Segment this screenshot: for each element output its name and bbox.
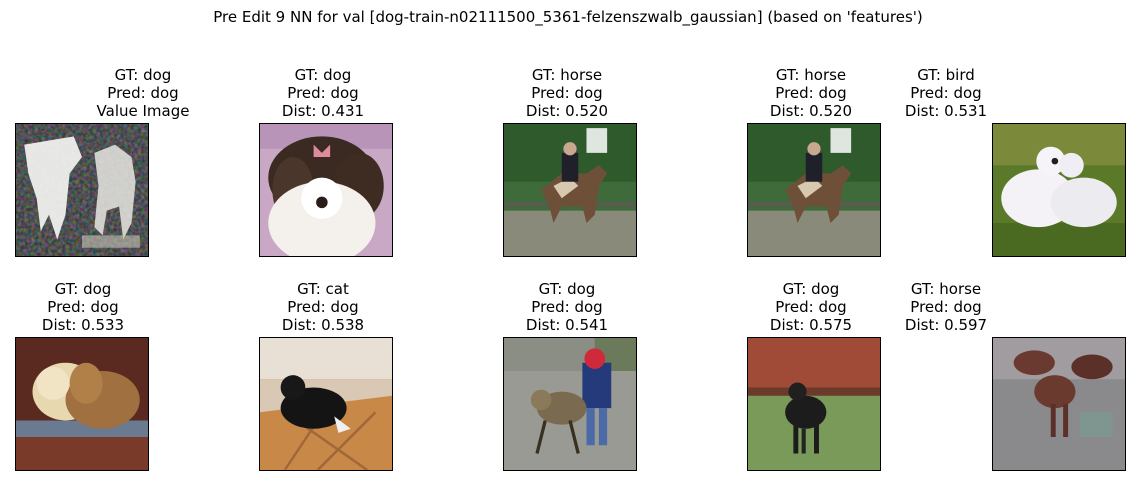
pred-label: Pred: dog (775, 298, 847, 316)
panel-caption: GT: horse Pred: dog Dist: 0.520 (691, 66, 931, 120)
fluffy-dog-with-bow-image (259, 123, 393, 257)
distance-label: Dist: 0.575 (769, 316, 853, 334)
horse-rider-image (503, 123, 637, 257)
gt-label: GT: dog (538, 280, 596, 298)
black-cat-on-floor-image (259, 337, 393, 471)
panel-caption: GT: dog Pred: dog Dist: 0.431 (203, 66, 443, 120)
pred-label: Pred: dog (910, 298, 982, 316)
two-dogs-on-couch-image (15, 337, 149, 471)
gt-label: GT: dog (114, 66, 172, 84)
pred-label: Pred: dog (107, 84, 179, 102)
pred-label: Pred: dog (531, 84, 603, 102)
distance-label: Dist: 0.520 (525, 102, 609, 120)
gt-label: GT: dog (782, 280, 840, 298)
distance-label: Dist: 0.533 (41, 316, 125, 334)
white-birds-image (992, 123, 1126, 257)
pred-label: Pred: dog (775, 84, 847, 102)
horse-rider-image (747, 123, 881, 257)
gt-label: GT: dog (54, 280, 112, 298)
panel-caption: GT: dog Pred: dog Dist: 0.541 (447, 280, 687, 334)
pred-label: Pred: dog (287, 298, 359, 316)
figure-title: Pre Edit 9 NN for val [dog-train-n021115… (213, 8, 923, 26)
black-dog-on-grass-image (747, 337, 881, 471)
gt-label: GT: horse (775, 66, 847, 84)
panel-caption: GT: dog Pred: dog Value Image (23, 66, 263, 120)
gt-label: GT: bird (917, 66, 975, 84)
pred-label: Pred: dog (47, 298, 119, 316)
distance-label: Dist: 0.541 (525, 316, 609, 334)
panel-caption: GT: dog Pred: dog Dist: 0.575 (691, 280, 931, 334)
distance-label: Dist: 0.538 (281, 316, 365, 334)
panel-caption: GT: dog Pred: dog Dist: 0.533 (0, 280, 203, 334)
pred-label: Pred: dog (287, 84, 359, 102)
panel-caption: GT: cat Pred: dog Dist: 0.538 (203, 280, 443, 334)
value-label: Value Image (96, 102, 190, 120)
distance-label: Dist: 0.531 (904, 102, 988, 120)
noisy-white-dogs-image (15, 123, 149, 257)
distance-label: Dist: 0.431 (281, 102, 365, 120)
panel-caption: GT: horse Pred: dog Dist: 0.597 (826, 280, 1066, 334)
pred-label: Pred: dog (531, 298, 603, 316)
gt-label: GT: dog (294, 66, 352, 84)
gt-label: GT: horse (531, 66, 603, 84)
panel-caption: GT: horse Pred: dog Dist: 0.520 (447, 66, 687, 120)
gt-label: GT: horse (910, 280, 982, 298)
horses-in-pen-image (992, 337, 1126, 471)
gt-label: GT: cat (297, 280, 349, 298)
pred-label: Pred: dog (910, 84, 982, 102)
distance-label: Dist: 0.597 (904, 316, 988, 334)
distance-label: Dist: 0.520 (769, 102, 853, 120)
person-with-dog-image (503, 337, 637, 471)
panel-caption: GT: bird Pred: dog Dist: 0.531 (826, 66, 1066, 120)
